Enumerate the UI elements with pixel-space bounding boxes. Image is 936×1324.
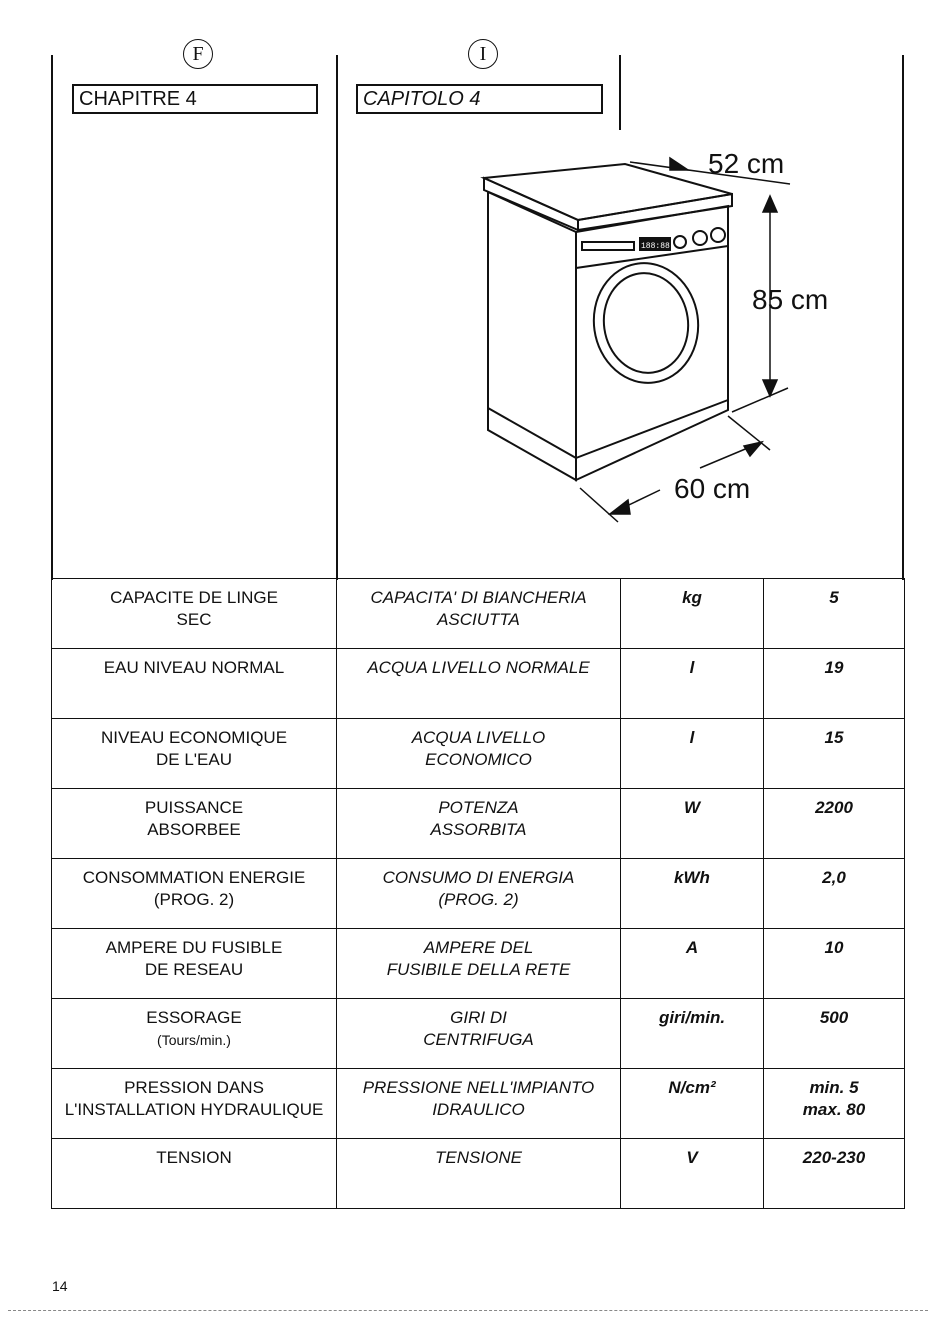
unit-cell: A	[620, 928, 764, 999]
value-cell: 19	[763, 648, 905, 719]
italian-label: TENSIONE	[336, 1138, 621, 1209]
machine-display-text: 188:88	[641, 242, 670, 251]
italian-chapter-title: CAPITOLO 4	[356, 84, 603, 114]
italian-label: ACQUA LIVELLO NORMALE	[336, 648, 621, 719]
french-language-icon: F	[183, 39, 213, 69]
italian-letter: I	[479, 42, 487, 65]
divider-right	[902, 55, 904, 580]
unit-cell: kWh	[620, 858, 764, 929]
height-dimension-label: 85 cm	[752, 284, 829, 315]
italian-label: CONSUMO DI ENERGIA(PROG. 2)	[336, 858, 621, 929]
washing-machine-illustration: 188:88	[480, 156, 791, 523]
unit-cell: l	[620, 718, 764, 789]
page-bottom-edge	[8, 1310, 928, 1311]
unit-cell: giri/min.	[620, 998, 764, 1069]
french-label: CONSOMMATION ENERGIE(PROG. 2)	[51, 858, 337, 929]
value-cell: 5	[763, 578, 905, 649]
value-cell: 10	[763, 928, 905, 999]
divider-middle	[336, 55, 338, 580]
unit-cell: W	[620, 788, 764, 859]
table-row: CONSOMMATION ENERGIE(PROG. 2) CONSUMO DI…	[51, 858, 905, 929]
french-label: ESSORAGE(Tours/min.)	[51, 998, 337, 1069]
width-dimension-label: 60 cm	[674, 473, 751, 504]
value-cell: 2200	[763, 788, 905, 859]
value-cell: 2,0	[763, 858, 905, 929]
value-cell: 500	[763, 998, 905, 1069]
unit-cell: V	[620, 1138, 764, 1209]
french-label: EAU NIVEAU NORMAL	[51, 648, 337, 719]
divider-right-short	[619, 55, 621, 130]
unit-cell: kg	[620, 578, 764, 649]
table-row: TENSION TENSIONE V 220-230	[51, 1138, 905, 1209]
table-row: EAU NIVEAU NORMAL ACQUA LIVELLO NORMALE …	[51, 648, 905, 719]
italian-language-icon: I	[468, 39, 498, 69]
page-number: 14	[52, 1278, 68, 1294]
value-cell: 220-230	[763, 1138, 905, 1209]
unit-cell: N/cm²	[620, 1068, 764, 1139]
unit-cell: l	[620, 648, 764, 719]
french-chapter-title: CHAPITRE 4	[72, 84, 318, 114]
french-label: TENSION	[51, 1138, 337, 1209]
value-cell: 15	[763, 718, 905, 789]
depth-dimension-label: 52 cm	[708, 148, 785, 179]
french-letter: F	[192, 42, 204, 65]
divider-left	[51, 55, 53, 580]
